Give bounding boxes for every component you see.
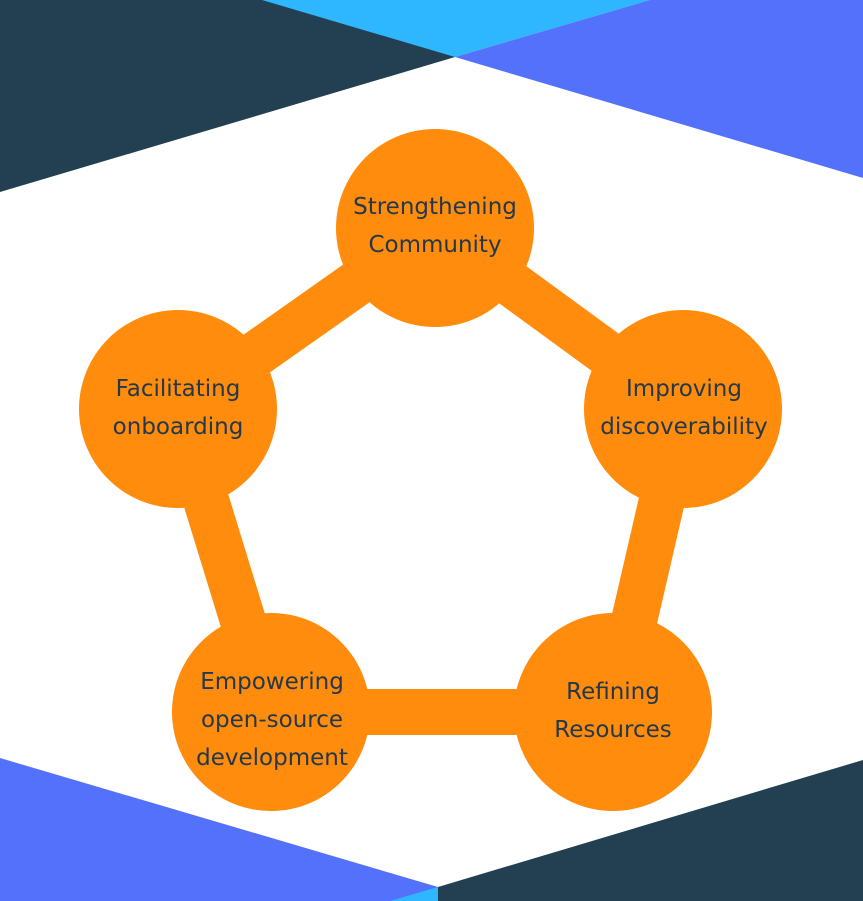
label-line: onboarding <box>112 414 244 440</box>
diagram-nodes <box>79 129 782 811</box>
label-line: Facilitating <box>115 376 241 402</box>
node-strengthening-community <box>336 129 534 327</box>
label-refining-resources: Refining Resources <box>513 673 713 749</box>
label-line: Resources <box>554 717 672 743</box>
node-refining-resources <box>514 613 712 811</box>
top-cyan-triangle <box>262 0 650 57</box>
label-line: development <box>196 745 348 771</box>
top-left-dark-triangle <box>0 0 455 192</box>
label-line: Refining <box>566 679 660 705</box>
label-line: open-source <box>200 707 344 733</box>
label-line: Improving <box>626 376 742 402</box>
node-improving-discoverability <box>584 310 782 508</box>
label-strengthening-community: Strengthening Community <box>335 188 535 264</box>
label-line: discoverability <box>600 414 768 440</box>
label-line: Strengthening <box>353 194 517 220</box>
top-right-blue-triangle <box>455 0 863 178</box>
node-facilitating-onboarding <box>79 310 277 508</box>
label-empowering-open-source-development: Empowering open-source development <box>172 663 372 777</box>
bottom-left-blue-triangle <box>0 758 438 901</box>
bottom-right-dark-triangle <box>438 760 863 901</box>
label-line: Community <box>368 232 502 258</box>
node-empowering-open-source-development <box>172 613 370 811</box>
label-facilitating-onboarding: Facilitating onboarding <box>78 370 278 446</box>
label-line: Empowering <box>200 669 344 695</box>
label-improving-discoverability: Improving discoverability <box>584 370 784 446</box>
